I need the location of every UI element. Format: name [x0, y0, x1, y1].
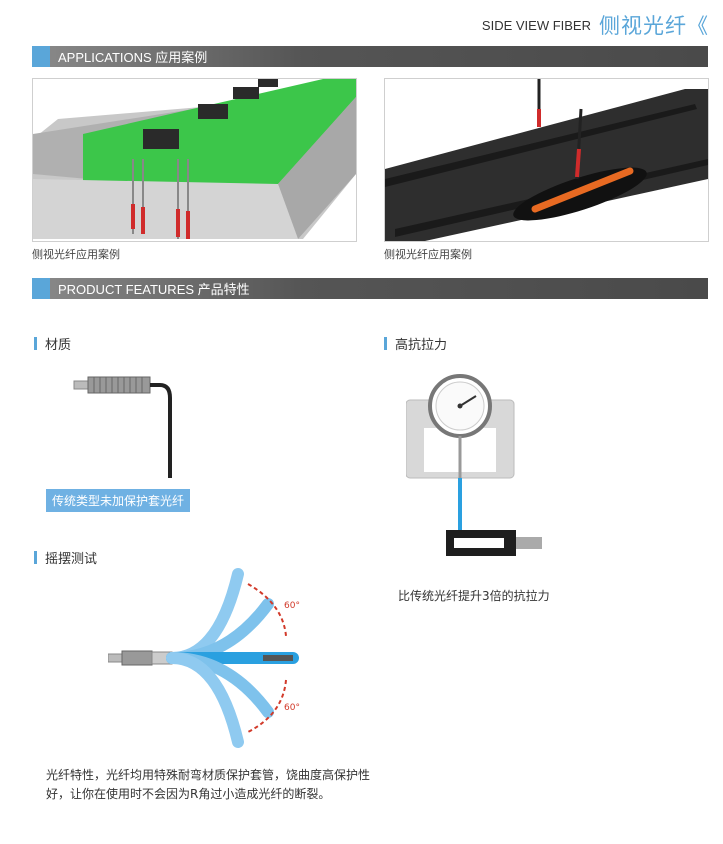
- header-title-cn: 侧视光纤《: [599, 14, 709, 38]
- header-title-en: SIDE VIEW FIBER: [481, 17, 591, 33]
- heading-marker: [34, 337, 37, 350]
- tensile-caption: 比传统光纤提升3倍的抗拉力: [398, 589, 550, 603]
- pcb-illustration: [33, 79, 356, 239]
- right-application-caption: 侧视光纤应用案例: [384, 248, 472, 261]
- feature-tensile-heading: 高抗拉力: [384, 334, 447, 353]
- feature-material-title: 材质: [45, 338, 72, 353]
- section-tab: [32, 278, 50, 299]
- tensile-test-illustration: [405, 370, 546, 570]
- unprotected-fiber-illustration: [70, 368, 190, 480]
- section-title-features: PRODUCT FEATURES 产品特性: [58, 282, 250, 297]
- section-tab: [32, 46, 50, 67]
- chevron-left-icon: 《: [687, 14, 709, 38]
- feature-swing-heading: 摇摆测试: [34, 548, 97, 567]
- section-title-applications: APPLICATIONS 应用案例: [58, 50, 208, 65]
- page-header: SIDE VIEW FIBER 侧视光纤《: [482, 10, 709, 40]
- section-bar-features: PRODUCT FEATURES 产品特性: [32, 278, 708, 299]
- left-application-caption: 侧视光纤应用案例: [32, 248, 120, 261]
- angle-label-top: 60°: [284, 601, 300, 611]
- heading-marker: [34, 551, 37, 564]
- groove-illustration: [385, 79, 708, 241]
- application-image-groove: [384, 78, 709, 242]
- feature-tensile-title: 高抗拉力: [395, 338, 448, 353]
- application-image-pcb: [32, 78, 357, 242]
- unprotected-fiber-tag: 传统类型未加保护套光纤: [46, 489, 191, 512]
- swing-test-illustration: [107, 564, 308, 749]
- heading-marker: [384, 337, 387, 350]
- feature-swing-title: 摇摆测试: [45, 552, 98, 567]
- section-bar-applications: APPLICATIONS 应用案例: [32, 46, 708, 67]
- swing-description: 光纤特性，光纤均用特殊耐弯材质保护套管，饶曲度高保护性好，让你在使用时不会因为R…: [46, 768, 371, 801]
- feature-material-heading: 材质: [34, 334, 71, 353]
- angle-label-bottom: 60°: [284, 703, 300, 713]
